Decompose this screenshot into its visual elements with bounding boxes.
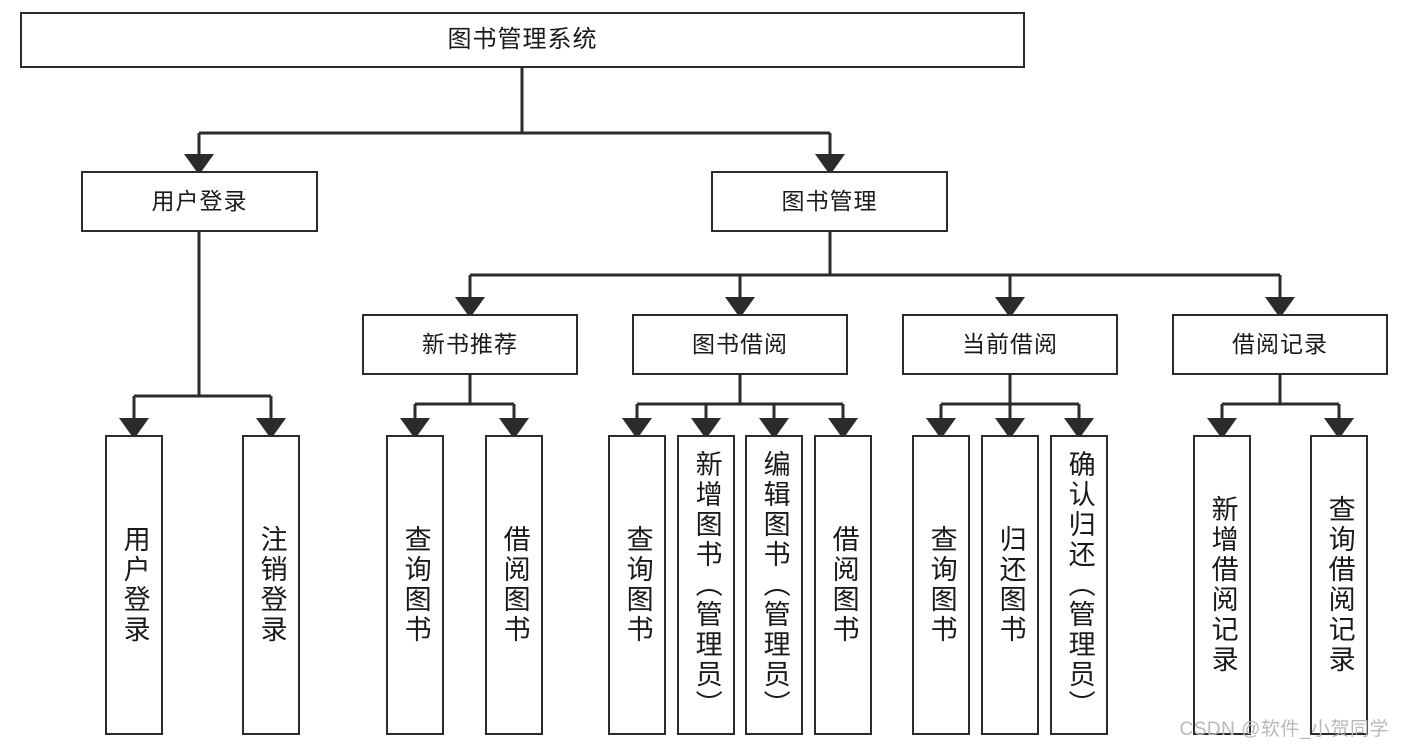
node-label: 借阅图书 xyxy=(828,525,859,645)
node-label: 查询图书 xyxy=(622,525,653,645)
node-label: 图书管理系统 xyxy=(447,26,598,53)
node-label: 图书管理 xyxy=(781,188,878,214)
node-label: 归还图书 xyxy=(995,525,1026,645)
leaf-confirm-return-admin[interactable]: 确认归还（管理员） xyxy=(1050,435,1108,735)
node-book-management[interactable]: 图书管理 xyxy=(711,171,948,232)
node-label: 查询图书 xyxy=(926,525,957,645)
node-label: 新书推荐 xyxy=(422,331,518,357)
node-book-borrowing[interactable]: 图书借阅 xyxy=(632,314,848,375)
node-label: 查询借阅记录 xyxy=(1324,495,1355,675)
leaf-logout[interactable]: 注销登录 xyxy=(242,435,300,735)
node-borrow-record[interactable]: 借阅记录 xyxy=(1172,314,1388,375)
node-root-book-management-system[interactable]: 图书管理系统 xyxy=(20,12,1025,68)
leaf-user-login[interactable]: 用户登录 xyxy=(105,435,163,735)
node-label: 注销登录 xyxy=(256,525,287,645)
node-new-book-recommendation[interactable]: 新书推荐 xyxy=(362,314,578,375)
node-label: 图书借阅 xyxy=(692,331,788,357)
node-current-borrowing[interactable]: 当前借阅 xyxy=(902,314,1118,375)
node-label: 查询图书 xyxy=(400,525,431,645)
node-label: 新增图书（管理员） xyxy=(691,450,722,720)
node-label: 用户登录 xyxy=(151,188,248,214)
node-label: 借阅记录 xyxy=(1232,331,1328,357)
node-label: 用户登录 xyxy=(119,525,150,645)
leaf-return-book[interactable]: 归还图书 xyxy=(981,435,1039,735)
leaf-query-book-current[interactable]: 查询图书 xyxy=(912,435,970,735)
leaf-add-borrow-record[interactable]: 新增借阅记录 xyxy=(1193,435,1251,735)
leaf-add-book-admin[interactable]: 新增图书（管理员） xyxy=(677,435,735,735)
leaf-query-borrow-record[interactable]: 查询借阅记录 xyxy=(1310,435,1368,735)
leaf-borrow-book[interactable]: 借阅图书 xyxy=(814,435,872,735)
leaf-borrow-book-new[interactable]: 借阅图书 xyxy=(485,435,543,735)
watermark: CSDN @软件_小贺同学 xyxy=(1179,719,1389,740)
node-user-login[interactable]: 用户登录 xyxy=(81,171,318,232)
node-label: 新增借阅记录 xyxy=(1207,495,1238,675)
leaf-query-book-new[interactable]: 查询图书 xyxy=(386,435,444,735)
node-label: 当前借阅 xyxy=(962,331,1058,357)
node-label: 确认归还（管理员） xyxy=(1064,450,1095,720)
node-label: 借阅图书 xyxy=(499,525,530,645)
leaf-query-book-borrow[interactable]: 查询图书 xyxy=(608,435,666,735)
leaf-edit-book-admin[interactable]: 编辑图书（管理员） xyxy=(745,435,803,735)
node-label: 编辑图书（管理员） xyxy=(759,450,790,720)
